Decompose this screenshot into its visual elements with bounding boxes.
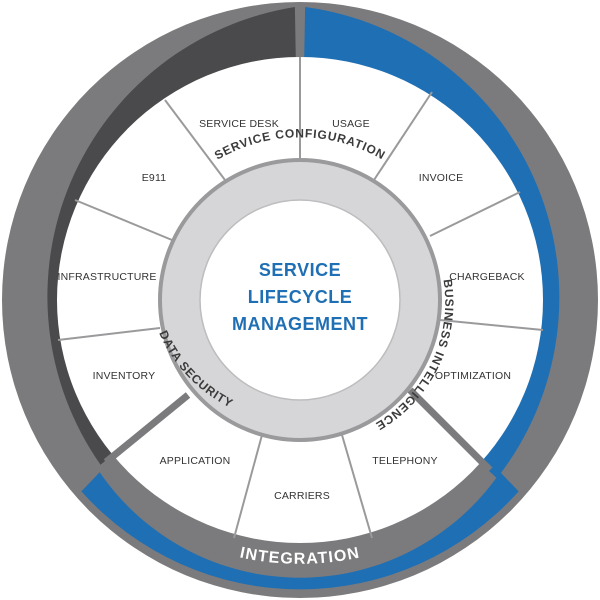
integration-band bbox=[81, 472, 519, 590]
operations-band bbox=[47, 7, 296, 465]
center-title-line-2: LIFECYCLE bbox=[248, 287, 353, 307]
segment-inventory: INVENTORY bbox=[93, 370, 156, 382]
spoke-usage-invoice bbox=[373, 91, 433, 181]
segment-telephony: TELEPHONY bbox=[372, 455, 437, 467]
segment-optimization: OPTIMIZATION bbox=[435, 370, 511, 382]
segment-chargeback: CHARGEBACK bbox=[449, 271, 525, 283]
financial-text: FINANCIAL bbox=[578, 69, 600, 164]
spoke-infrastructure-inventory bbox=[57, 327, 161, 341]
segment-service-desk: SERVICE DESK bbox=[199, 118, 279, 130]
center-title-line-1: SERVICE bbox=[259, 260, 341, 280]
spoke-carriers-telephony bbox=[341, 434, 373, 539]
financial-band bbox=[304, 7, 560, 479]
band-dividers bbox=[103, 8, 493, 473]
spoke-application-carriers bbox=[233, 434, 263, 539]
band-label-integration: INTEGRATION bbox=[238, 545, 361, 568]
divider-lower-right bbox=[407, 387, 493, 473]
band-label-operations: OPERATIONS bbox=[0, 67, 31, 176]
spoke-chargeback-optimization bbox=[439, 319, 544, 331]
operations-text: OPERATIONS bbox=[0, 67, 29, 176]
spoke-servicedesk-e911 bbox=[164, 99, 226, 181]
segment-application: APPLICATION bbox=[160, 455, 231, 467]
spoke-invoice-chargeback bbox=[429, 191, 521, 237]
integration-text: INTEGRATION bbox=[238, 545, 360, 568]
segment-spokes bbox=[57, 57, 544, 539]
segment-infrastructure: INFRASTRUCTURE bbox=[57, 271, 156, 283]
band-label-financial: FINANCIAL bbox=[578, 69, 600, 164]
segment-usage: USAGE bbox=[332, 118, 370, 130]
center-title-line-3: MANAGEMENT bbox=[232, 314, 368, 334]
divider-lower-left bbox=[103, 392, 191, 465]
segment-e911: E911 bbox=[142, 172, 167, 184]
center-disc bbox=[199, 199, 401, 401]
segment-invoice: INVOICE bbox=[419, 172, 464, 184]
segment-carriers: CARRIERS bbox=[274, 490, 330, 502]
spoke-e911-infrastructure bbox=[74, 199, 173, 241]
